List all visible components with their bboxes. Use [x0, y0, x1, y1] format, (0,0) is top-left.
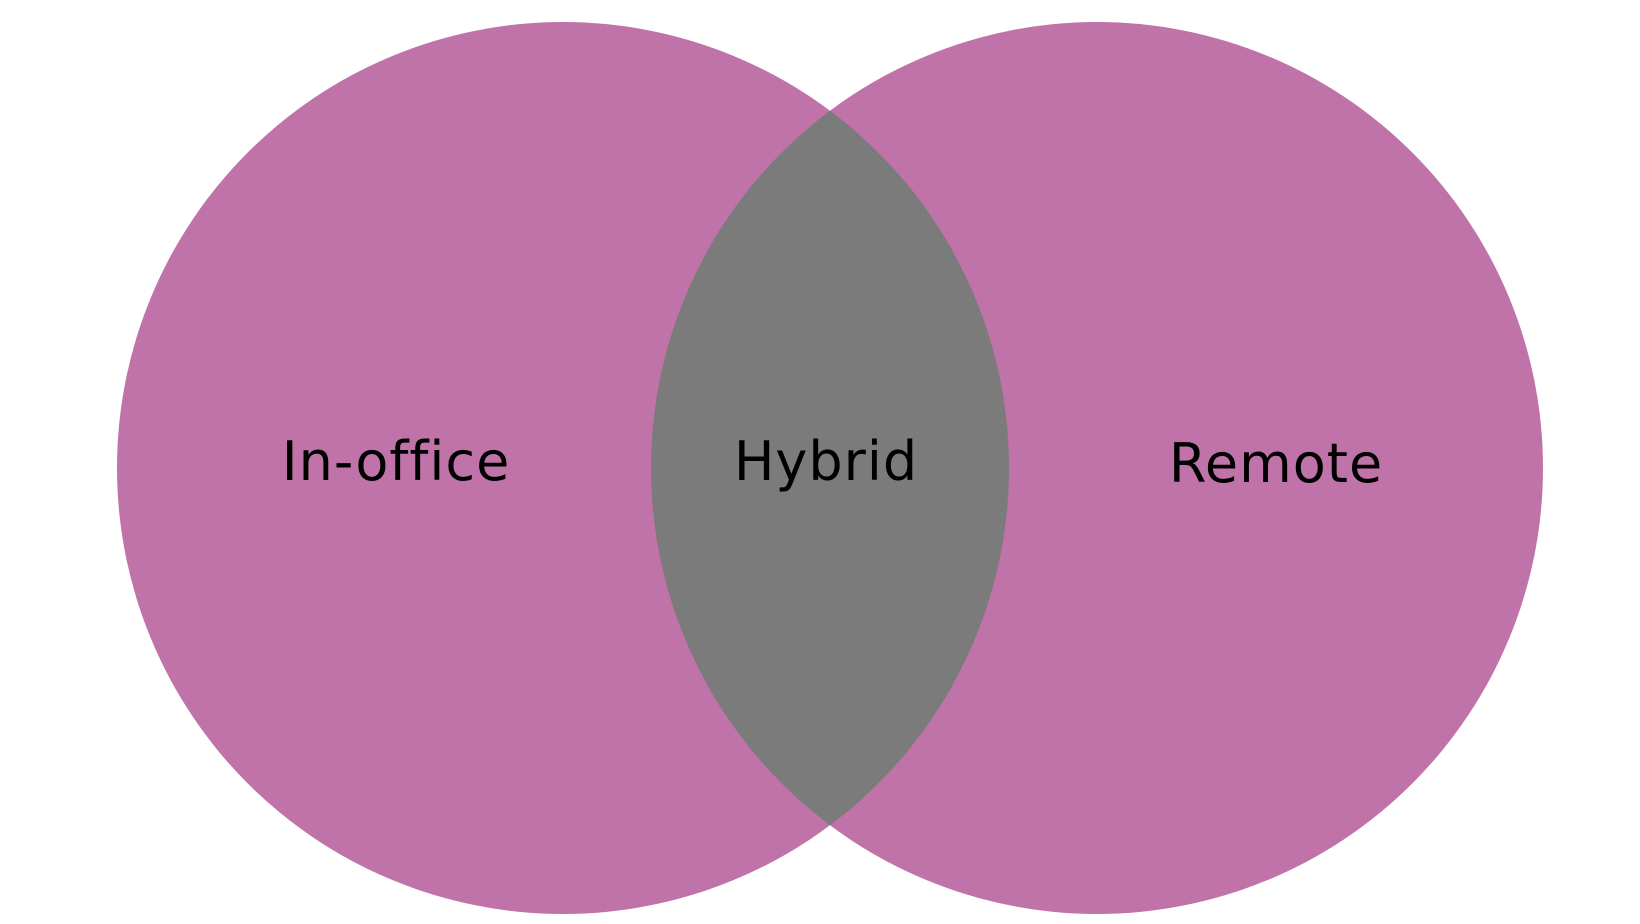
venn-intersection-hybrid [651, 22, 1009, 914]
venn-label-in-office: In-office [282, 430, 511, 493]
venn-label-hybrid: Hybrid [734, 430, 918, 493]
venn-label-remote: Remote [1169, 432, 1383, 495]
